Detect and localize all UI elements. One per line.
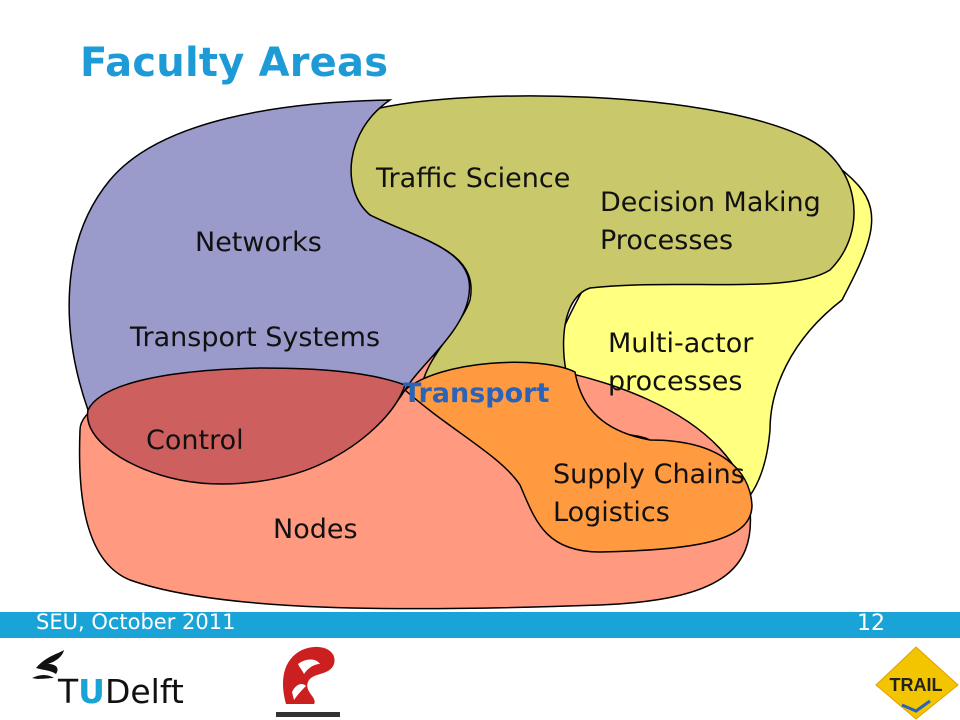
label-nodes: Nodes [273, 514, 358, 545]
footer-date: SEU, October 2011 [36, 610, 236, 634]
label-control: Control [146, 425, 244, 456]
label-transport: Transport [403, 378, 550, 409]
label-supply-chains: Supply Chains Logistics [553, 456, 745, 532]
footer-bar [0, 612, 960, 638]
page-number: 12 [857, 611, 885, 636]
label-decision-making: Decision Making Processes [600, 184, 821, 260]
tu-delft-logo-text: TUDelft [58, 672, 184, 711]
van-zuylen-logo-icon [276, 646, 340, 717]
trail-logo-text: TRAIL [890, 675, 943, 695]
label-traffic-science: Traffic Science [376, 163, 571, 194]
tu-word-delft: Delft [104, 672, 184, 711]
tu-letter-t: T [58, 672, 79, 711]
label-multi-actor: Multi-actor processes [608, 325, 753, 401]
area-red-control [86, 367, 406, 485]
label-supply-chains-line1: Supply Chains [553, 459, 745, 490]
area-blue-networks [68, 99, 471, 461]
label-transport-systems: Transport Systems [130, 322, 381, 353]
label-supply-chains-line2: Logistics [553, 497, 670, 528]
label-decision-making-line2: Processes [600, 225, 734, 256]
label-multi-actor-line2: processes [608, 366, 743, 397]
label-networks: Networks [195, 227, 322, 258]
trail-logo-icon: TRAIL [875, 646, 959, 720]
tu-delft-logo-icon [32, 650, 64, 679]
area-orange-supply-chains [403, 361, 753, 553]
label-decision-making-line1: Decision Making [600, 187, 821, 218]
page-title: Faculty Areas [80, 40, 389, 86]
label-multi-actor-line1: Multi-actor [608, 328, 754, 359]
tu-letter-u: U [78, 672, 105, 711]
